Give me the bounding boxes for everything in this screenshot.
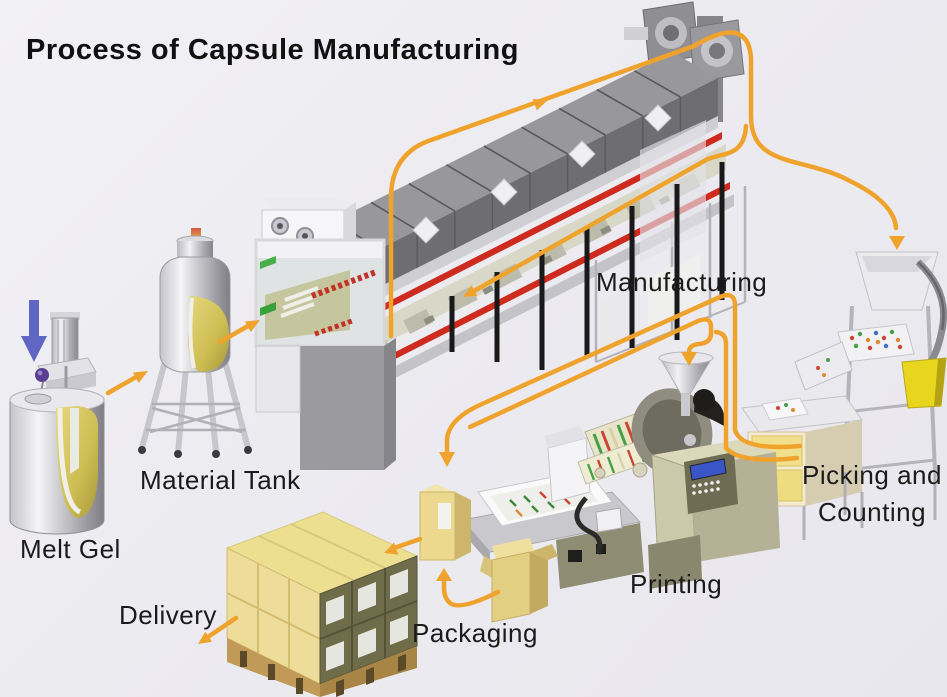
melt-gel-feed-arrow <box>21 300 47 362</box>
flow-machine-return <box>471 123 749 294</box>
flow-to-packaging <box>444 292 803 458</box>
label-picking-line2: Counting <box>817 497 927 527</box>
label-picking-counting: Picking and Counting <box>792 457 947 531</box>
process-flow-arrows <box>105 30 899 640</box>
flow-to-printing <box>467 317 714 430</box>
flow-openbox-to-closedbox <box>441 577 501 608</box>
label-delivery: Delivery <box>119 600 217 630</box>
process-flow-arrowheads <box>132 99 905 644</box>
label-packaging: Packaging <box>412 618 538 648</box>
flow-box-to-pallet <box>394 536 423 550</box>
material-tank-illustration <box>138 228 252 458</box>
label-manufacturing: Manufacturing <box>596 267 768 297</box>
label-material-tank: Material Tank <box>140 465 301 495</box>
printing-machine-illustration <box>461 351 780 589</box>
encapsulation-unit <box>254 198 396 470</box>
label-picking-line1: Picking and <box>802 460 942 490</box>
flow-machine-to-picking <box>388 30 899 339</box>
label-melt-gel: Melt Gel <box>20 534 121 564</box>
flow-picking-vertical <box>713 329 800 462</box>
melt-gel-tank-illustration <box>9 300 105 535</box>
packaging-boxes-illustration <box>419 484 558 623</box>
flow-meltgel-to-tank <box>105 374 139 396</box>
flow-delivery-out <box>205 615 239 640</box>
label-printing: Printing <box>630 569 723 599</box>
diagram-title: Process of Capsule Manufacturing <box>26 34 519 66</box>
flow-tank-to-machine <box>217 323 251 345</box>
delivery-pallet-illustration <box>225 511 419 697</box>
